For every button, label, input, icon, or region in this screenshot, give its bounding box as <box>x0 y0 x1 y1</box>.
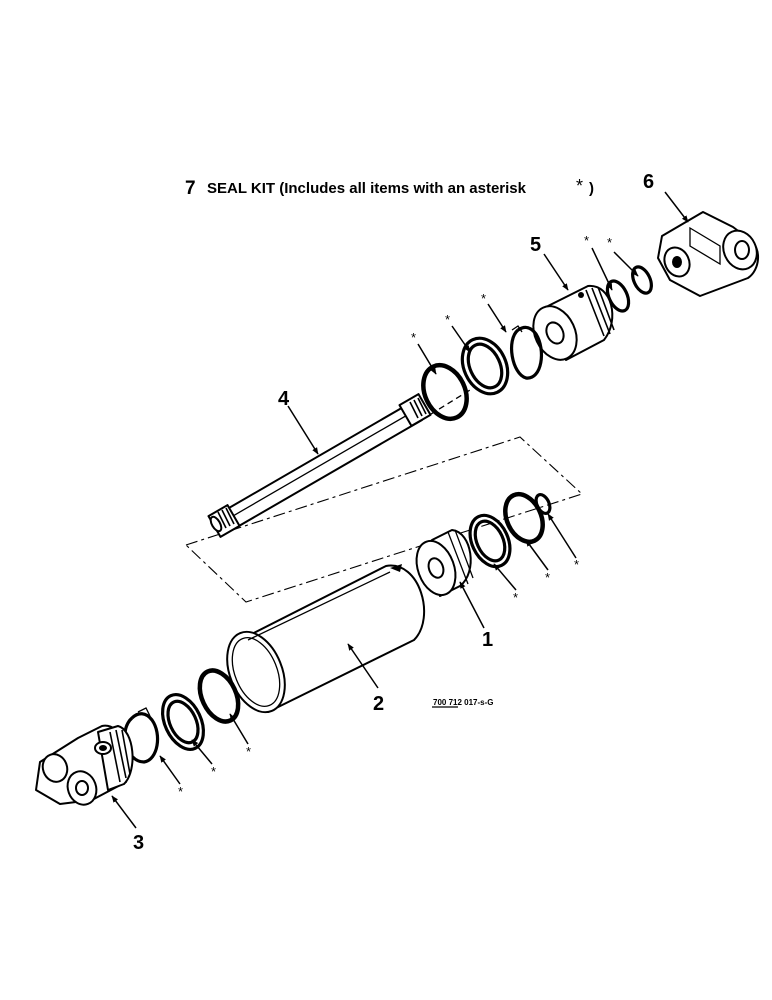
piston-backup-ring-inner <box>473 519 507 563</box>
seal-mark-h: * <box>513 590 518 605</box>
reference-code-text: 700 712 017-s-G <box>433 698 494 707</box>
leader-base-clevis <box>111 795 137 829</box>
alignment-outline <box>184 436 584 603</box>
leader-rod-clevis <box>664 191 689 223</box>
barrel <box>226 564 426 714</box>
piston <box>415 529 474 597</box>
seal-kit-text: SEAL KIT (Includes all items with an ast… <box>207 180 527 197</box>
leader-seal-h <box>493 563 517 591</box>
leader-seal-i <box>229 713 249 745</box>
gland-backup-ring-inner <box>466 342 504 390</box>
leader-seal-f <box>547 513 577 559</box>
seal-kit-title: 7 SEAL KIT (Includes all items with an a… <box>185 176 594 199</box>
gland-o-ring <box>421 363 469 421</box>
base-backup-ring-inner <box>166 699 200 745</box>
seal-mark-a: * <box>607 235 612 250</box>
gland-backup-ring <box>460 336 510 396</box>
part-label-gland: 5 <box>530 234 541 256</box>
leader-seal-b <box>591 247 613 291</box>
base-backup-ring <box>160 693 206 751</box>
leader-seal-g <box>525 539 549 571</box>
part-label-rod: 4 <box>278 388 290 410</box>
base-snap-ring-tab <box>137 707 151 717</box>
part-label-piston: 1 <box>482 629 493 651</box>
reference-code: 700 712 017-s-G <box>432 698 494 708</box>
piston-o-ring <box>503 491 545 545</box>
gland-snap-ring <box>510 325 544 380</box>
seal-mark-g: * <box>545 570 550 585</box>
snap-ring-tab <box>511 325 523 333</box>
leader-seal-j <box>191 739 213 765</box>
part-label-base-clevis: 3 <box>133 832 144 854</box>
seal-mark-k: * <box>178 784 183 799</box>
leader-seal-k <box>159 755 181 785</box>
seal-mark-f: * <box>574 557 579 572</box>
piston-rod <box>207 393 432 538</box>
seal-mark-j: * <box>211 764 216 779</box>
seal-mark-i: * <box>246 744 251 759</box>
leader-gland <box>543 253 569 291</box>
leader-barrel <box>347 643 379 689</box>
seal-kit-close-paren: ) <box>589 180 594 197</box>
leader-seal-a <box>613 251 639 277</box>
leader-seal-e <box>417 343 437 375</box>
leader-rod <box>287 405 319 455</box>
seal-mark-c: * <box>481 291 486 306</box>
rod-wiper-seal <box>631 265 653 295</box>
seal-mark-d: * <box>445 312 450 327</box>
leader-seal-c <box>487 303 507 333</box>
leader-piston <box>459 581 485 629</box>
seal-kit-number: 7 <box>185 178 196 199</box>
seal-mark-b: * <box>584 233 589 248</box>
seal-kit-asterisk: * <box>576 176 583 196</box>
part-label-rod-clevis: 6 <box>643 171 654 193</box>
base-clevis <box>35 724 134 806</box>
part-label-barrel: 2 <box>373 693 384 715</box>
seal-mark-e: * <box>411 330 416 345</box>
gland <box>532 284 615 361</box>
leader-seal-d <box>451 325 471 353</box>
rod-clevis <box>657 211 759 297</box>
piston-backup-ring <box>468 513 512 569</box>
